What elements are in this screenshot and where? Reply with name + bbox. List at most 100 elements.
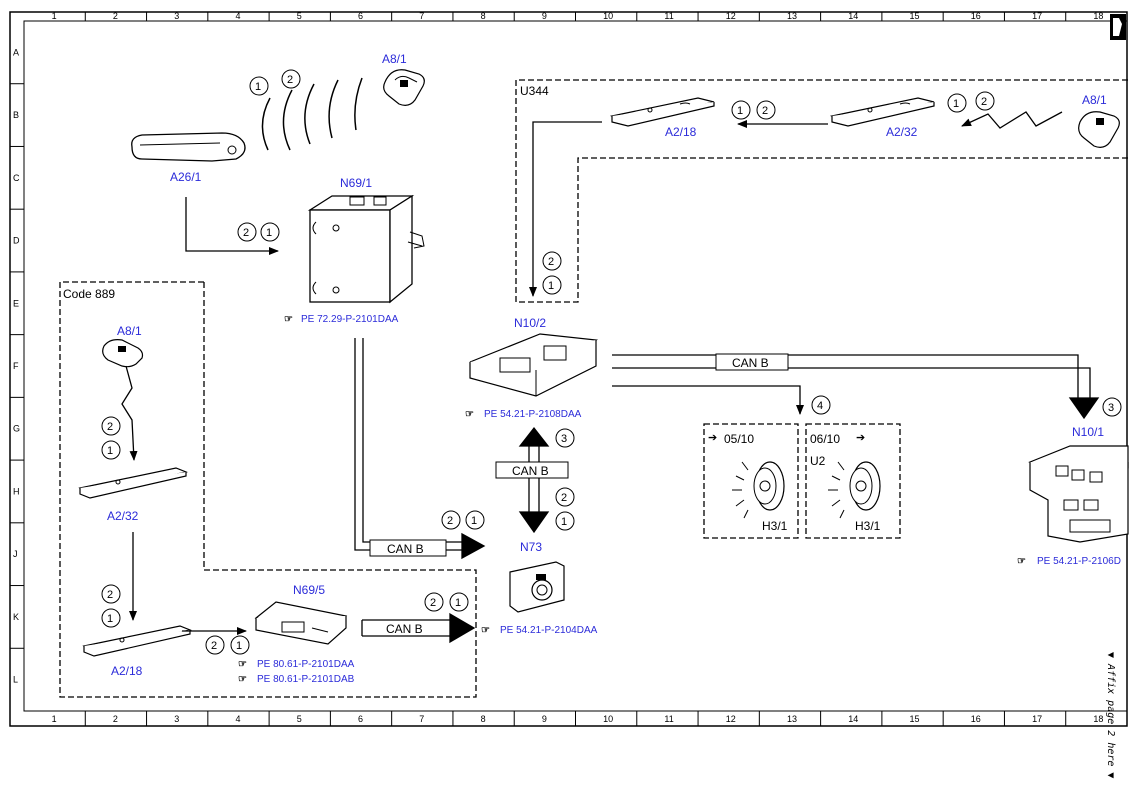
a26-1-door-handle-icon [131, 132, 246, 162]
main-can-b-label: CAN B [732, 356, 769, 370]
svg-text:2: 2 [243, 227, 249, 239]
row-letter: F [13, 361, 19, 371]
h3-1-lamp-a-icon [732, 461, 785, 519]
step-2-top-right: 2 [975, 91, 995, 111]
column-number: 3 [174, 11, 179, 21]
column-number: 4 [235, 714, 240, 724]
step-1-u344: 1 [542, 275, 562, 295]
step-2-n69-5-out: 2 [424, 592, 444, 612]
step-2-a26: 2 [237, 222, 257, 242]
n69-5-ref-b: PE 80.61-P-2101DAB [257, 674, 355, 685]
svg-text:2: 2 [430, 597, 436, 609]
svg-text:1: 1 [455, 597, 461, 609]
n69-5-ref-a-icon: ☞ [238, 659, 247, 670]
n69-1-can-b-box [369, 539, 447, 557]
column-number: 11 [664, 714, 673, 724]
column-number: 10 [603, 714, 613, 724]
column-number: 15 [910, 11, 920, 21]
column-number: 9 [542, 11, 547, 21]
column-number: 16 [971, 11, 981, 21]
column-number: 18 [1093, 11, 1103, 21]
svg-text:2: 2 [447, 515, 453, 527]
a8-1-left-label: A8/1 [117, 324, 142, 338]
column-number: 17 [1032, 11, 1042, 21]
column-number: 2 [113, 714, 118, 724]
column-number: 16 [971, 714, 981, 724]
n10-2-ref: PE 54.21-P-2108DAA [484, 409, 582, 420]
column-number: 1 [52, 11, 57, 21]
step-1-mid-top: 1 [731, 100, 751, 120]
n69-5-ref-a: PE 80.61-P-2101DAA [257, 659, 355, 670]
column-number: 17 [1032, 714, 1042, 724]
a8-1-top-label: A8/1 [382, 52, 407, 66]
column-number: 14 [848, 714, 858, 724]
column-number: 7 [419, 714, 424, 724]
n69-1-module-icon [307, 194, 425, 304]
svg-text:2: 2 [211, 640, 217, 652]
column-number: 8 [481, 11, 486, 21]
n10-2-n73-can-b-box [495, 461, 569, 479]
column-number: 5 [297, 11, 302, 21]
column-number: 6 [358, 11, 363, 21]
a26-1-label: A26/1 [170, 170, 202, 184]
n69-1-ref: PE 72.29-P-2101DAA [301, 314, 399, 325]
column-number: 9 [542, 714, 547, 724]
column-number: 15 [910, 714, 920, 724]
u344-label: U344 [520, 84, 549, 98]
a2-18-left-label: A2/18 [111, 664, 143, 678]
a2-32-left-icon [78, 467, 189, 499]
step-2-n69-5-in: 2 [205, 635, 225, 655]
a8-1-right-radio-zigzag [961, 111, 1063, 129]
svg-text:2: 2 [287, 74, 293, 86]
svg-text:2: 2 [548, 256, 554, 268]
row-letter: B [13, 110, 19, 120]
row-letter: E [13, 298, 19, 308]
step-2-u344: 2 [542, 251, 562, 271]
n73-ref: PE 54.21-P-2104DAA [500, 625, 598, 636]
svg-text:1: 1 [737, 105, 743, 117]
a26-1-to-n69-1-line [185, 197, 279, 255]
svg-text:2: 2 [107, 421, 113, 433]
svg-text:3: 3 [561, 433, 567, 445]
main-can-b-box [715, 353, 789, 371]
n10-2-n73-can-b-label: CAN B [512, 464, 549, 478]
n69-5-label: N69/5 [293, 583, 325, 597]
n69-1-can-b-label: CAN B [387, 542, 424, 556]
a2-18-left-icon [82, 625, 193, 657]
n69-5-can-b-label: CAN B [386, 622, 423, 636]
h3-1-lamp-b-icon [828, 461, 881, 519]
svg-text:1: 1 [266, 227, 272, 239]
svg-text:1: 1 [107, 445, 113, 457]
column-number: 5 [297, 714, 302, 724]
svg-text:1: 1 [236, 640, 242, 652]
n10-2-label: N10/2 [514, 316, 546, 330]
column-number: 14 [848, 11, 858, 21]
row-letter: K [13, 612, 19, 622]
code-889-label: Code 889 [63, 287, 115, 301]
n73-label: N73 [520, 540, 542, 554]
svg-text:1: 1 [107, 613, 113, 625]
column-number: 3 [174, 714, 179, 724]
svg-text:4: 4 [817, 400, 823, 412]
h3-1-a-label: H3/1 [762, 519, 788, 533]
n10-2-module-icon [469, 333, 599, 397]
column-number: 13 [787, 714, 797, 724]
svg-text:3: 3 [1108, 402, 1114, 414]
step-2-code-a: 2 [101, 416, 121, 436]
column-number: 18 [1093, 714, 1103, 724]
step-1-a26: 1 [260, 222, 280, 242]
radio-waves-icon [261, 77, 363, 151]
step-1-n69-5-in: 1 [230, 635, 250, 655]
n69-5-can-b-line [361, 612, 476, 644]
svg-text:2: 2 [107, 589, 113, 601]
row-letter: D [13, 236, 20, 246]
svg-text:1: 1 [548, 280, 554, 292]
n69-1-label: N69/1 [340, 176, 372, 190]
n10-1-fuse-box-icon [1028, 445, 1129, 543]
row-letter: C [13, 173, 20, 183]
column-number: 2 [113, 11, 118, 21]
